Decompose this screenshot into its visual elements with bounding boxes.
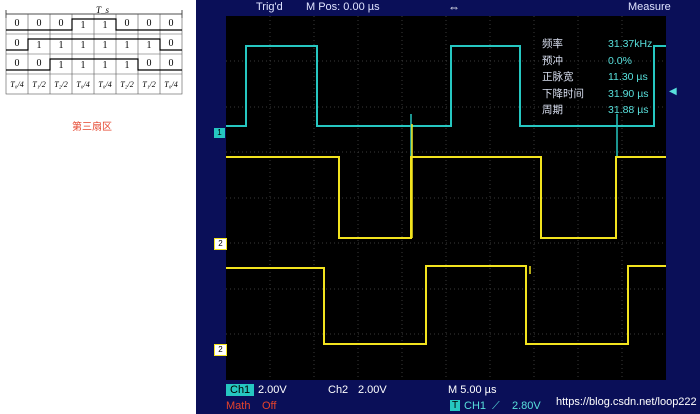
timing-cell: T₂/2 <box>54 80 68 89</box>
timing-cell: T₀/4 <box>76 80 90 89</box>
measure-title: Measure <box>628 1 671 13</box>
ch2-scale[interactable]: 2.00V <box>358 384 387 396</box>
timing-cell: T₁/2 <box>32 80 46 89</box>
table-cell: 1 <box>124 60 130 71</box>
table-cell: 0 <box>14 58 20 69</box>
table-cell: 1 <box>102 60 108 71</box>
trigger-source[interactable]: CH1 <box>464 400 487 412</box>
ch2-ground-marker[interactable]: 2 <box>214 344 227 356</box>
table-cell: 1 <box>80 40 86 51</box>
math-label[interactable]: Math <box>226 400 251 412</box>
status-bar: Trig'd M Pos: 0.00 µs ⇔ Measure <box>196 0 700 16</box>
table-cell: 0 <box>14 18 20 29</box>
timing-cell: T₀/4 <box>98 80 112 89</box>
switching-table: T_s 0 0 0 1 1 0 0 0 0 1 1 1 1 1 1 0 0 0 … <box>4 4 186 98</box>
table-cell: 0 <box>14 38 20 49</box>
timing-cell: T₂/2 <box>120 80 134 89</box>
trigger-channel-icon: T <box>450 400 461 411</box>
ch1-label[interactable]: Ch1 <box>226 384 255 396</box>
table-cell: 0 <box>146 58 152 69</box>
timing-cell: T₀/4 <box>164 80 178 89</box>
table-cell: 0 <box>36 18 42 29</box>
sector-label: 第三扇区 <box>72 122 112 133</box>
table-cell: 1 <box>80 60 86 71</box>
ch2-trace-upper <box>226 156 666 239</box>
table-cell: 0 <box>124 18 130 29</box>
table-cell: 1 <box>58 40 64 51</box>
ch1-trace <box>226 45 666 127</box>
ch1-scale[interactable]: 2.00V <box>258 384 287 396</box>
left-panel: T_s 0 0 0 1 1 0 0 0 0 1 1 1 1 1 1 0 0 0 … <box>0 0 196 414</box>
rising-edge-icon: ⟋ <box>492 400 500 412</box>
table-cell: 0 <box>168 38 174 49</box>
timebase[interactable]: M 5.00 µs <box>448 384 497 396</box>
waveform-canvas <box>226 16 666 380</box>
table-cell: 0 <box>36 58 42 69</box>
table-cell: 0 <box>168 58 174 69</box>
ch2-ground-marker[interactable]: 2 <box>214 238 227 250</box>
ch2-trace-lower <box>226 265 666 345</box>
table-frame <box>5 10 183 95</box>
oscilloscope-screen: Trig'd M Pos: 0.00 µs ⇔ Measure <box>196 0 700 414</box>
table-cell: 0 <box>58 18 64 29</box>
table-cell: 0 <box>168 18 174 29</box>
period-label: T_s <box>96 5 110 15</box>
table-cell: 1 <box>36 40 42 51</box>
ch1-ground-marker[interactable]: 1 <box>214 128 225 138</box>
math-state: Off <box>262 400 277 412</box>
trigger-status: Trig'd <box>256 1 283 13</box>
horizontal-position: M Pos: 0.00 µs <box>306 1 380 13</box>
table-cell: 0 <box>146 18 152 29</box>
usb-icon: ⇔ <box>448 0 460 14</box>
table-cell: 1 <box>124 40 130 51</box>
timing-cell: T₁/2 <box>142 80 156 89</box>
graticule <box>226 16 666 380</box>
timing-cell: T₀/4 <box>10 80 24 89</box>
table-cell: 1 <box>146 40 152 51</box>
bottom-status-bar: Ch1 2.00V Ch2 2.00V M 5.00 µs Math Off T… <box>196 380 700 414</box>
table-cell: 1 <box>102 40 108 51</box>
ch2-label[interactable]: Ch2 <box>328 384 349 396</box>
trigger-level[interactable]: 2.80V <box>512 400 541 412</box>
table-cell: 1 <box>58 60 64 71</box>
waveform-display[interactable] <box>226 16 666 380</box>
side-arrow-icon: ◀ <box>669 86 677 97</box>
table-cell: 1 <box>80 20 86 31</box>
side-panel: ◀ <box>666 16 700 380</box>
table-cell: 1 <box>102 20 108 31</box>
watermark: https://blog.csdn.net/loop222 <box>556 396 697 408</box>
